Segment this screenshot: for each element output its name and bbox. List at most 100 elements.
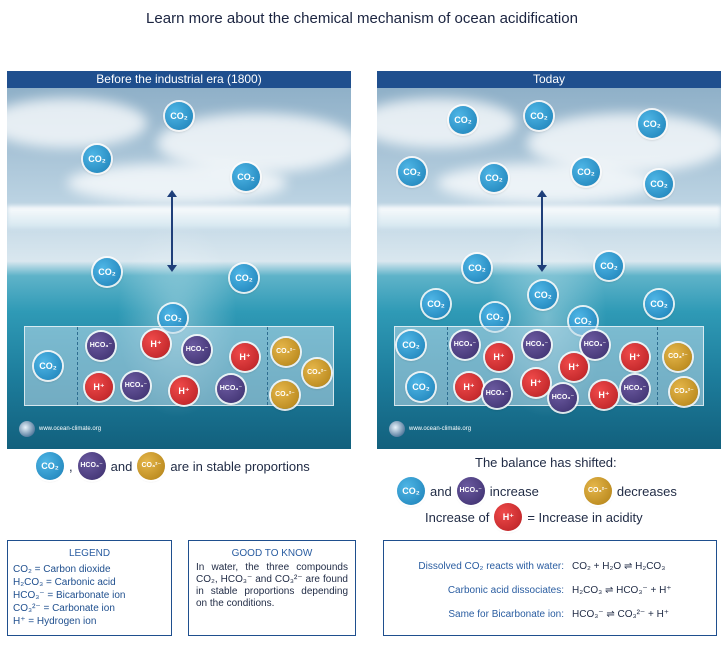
co2-molecule: CO₂ <box>36 452 64 480</box>
carbonate-ion: CO₃²⁻ <box>303 359 331 387</box>
reactions-card: Dissolved CO₂ reacts with water: CO₂ + H… <box>383 540 717 636</box>
legend-item: HCO₃⁻ = Bicarbonate ion <box>13 590 126 601</box>
bicarbonate-ion: HCO₃⁻ <box>451 331 479 359</box>
reaction-row: Same for Bicarbonate ion: HCO₃⁻ ⇌ CO₃²⁻ … <box>384 609 716 620</box>
co2-molecule: CO₂ <box>645 170 673 198</box>
hydrogen-ion: H⁺ <box>231 343 259 371</box>
panel-heading-before: Before the industrial era (1800) <box>7 71 351 88</box>
reaction-row: Carbonic acid dissociates: H₂CO₃ ⇌ HCO₃⁻… <box>384 585 716 596</box>
bicarbonate-ion: HCO₃⁻ <box>456 477 485 505</box>
co2-molecule: CO₂ <box>398 158 426 186</box>
logo-text: www.ocean-climate.org <box>409 426 472 432</box>
logo-text: www.ocean-climate.org <box>39 426 102 432</box>
ocean-climate-logo: www.ocean-climate.org <box>19 421 101 437</box>
reaction-row: Dissolved CO₂ reacts with water: CO₂ + H… <box>384 561 716 572</box>
caption-decreases: decreases <box>616 483 677 499</box>
bicarbonate-ion: HCO₃⁻ <box>483 380 511 408</box>
caption-stable-text: are in stable proportions <box>170 458 310 474</box>
co2-molecule: CO₂ <box>397 477 425 505</box>
reaction-equation: HCO₃⁻ ⇌ CO₃²⁻ + H⁺ <box>572 609 670 620</box>
carbonate-ion: CO₃²⁻ <box>271 381 299 409</box>
bicarbonate-ion: HCO₃⁻ <box>122 372 150 400</box>
carbonate-ion: CO₃²⁻ <box>670 378 698 406</box>
hydrogen-ion: H⁺ <box>522 369 550 397</box>
caption-increase-of: Increase of <box>425 509 490 525</box>
bicarbonate-ion: HCO₃⁻ <box>217 375 245 403</box>
stable-proportions-caption: CO₂ , HCO₃⁻ and CO₃²⁻ are in stable prop… <box>36 452 310 480</box>
acidity-caption: Increase of H⁺ = Increase in acidity <box>425 503 643 531</box>
hydrogen-ion: H⁺ <box>560 353 588 381</box>
bicarbonate-ion: HCO₃⁻ <box>183 336 211 364</box>
caption-increase: increase <box>489 483 539 499</box>
bicarbonate-ion: HCO₃⁻ <box>87 332 115 360</box>
co2-molecule: CO₂ <box>572 158 600 186</box>
hydrogen-ion: H⁺ <box>142 330 170 358</box>
legend-item: CO₂ = Carbon dioxide <box>13 564 111 575</box>
ocean-scene-today: CO₂ CO₂ CO₂ CO₂ CO₂ CO₂ CO₂ CO₂ CO₂ CO₂ … <box>377 88 721 449</box>
hydrogen-ion: H⁺ <box>621 343 649 371</box>
caption-comma: , <box>69 458 73 474</box>
balance-shifted-text: The balance has shifted: <box>475 455 617 470</box>
panel-before-industrial: Before the industrial era (1800) CO₂ CO₂… <box>7 71 351 449</box>
ocean-climate-logo: www.ocean-climate.org <box>389 421 471 437</box>
hydrogen-ion: H⁺ <box>494 503 523 531</box>
reaction-equation: H₂CO₃ ⇌ HCO₃⁻ + H⁺ <box>572 585 672 596</box>
reaction-label: Carbonic acid dissociates: <box>447 585 564 596</box>
bicarbonate-ion: HCO₃⁻ <box>523 331 551 359</box>
bicarbonate-ion: HCO₃⁻ <box>621 375 649 403</box>
co2-molecule: CO₂ <box>529 281 557 309</box>
co2-molecule: CO₂ <box>595 252 623 280</box>
co2-molecule: CO₂ <box>232 163 260 191</box>
panel-today: Today CO₂ CO₂ CO₂ CO₂ CO₂ CO₂ CO₂ CO₂ CO… <box>377 71 721 449</box>
bicarbonate-ion: HCO₃⁻ <box>549 384 577 412</box>
legend-item: CO₃²⁻ = Carbonate ion <box>13 603 115 614</box>
page-title: Learn more about the chemical mechanism … <box>146 10 578 27</box>
wave-logo-icon <box>19 421 35 437</box>
good-to-know-heading: GOOD TO KNOW <box>231 548 313 559</box>
co2-molecule: CO₂ <box>463 254 491 282</box>
carbonate-ion: CO₃²⁻ <box>272 338 300 366</box>
legend-heading: LEGEND <box>68 548 111 559</box>
wave-logo-icon <box>389 421 405 437</box>
carbonate-ion: CO₃²⁻ <box>664 343 692 371</box>
good-to-know-text: In water, the three compounds CO₂, HCO₃⁻… <box>196 562 348 609</box>
panel-heading-today: Today <box>377 71 721 88</box>
co2-molecule: CO₂ <box>93 258 121 286</box>
co2-molecule: CO₂ <box>397 331 425 359</box>
co2-molecule: CO₂ <box>638 110 666 138</box>
ocean-scene-before: CO₂ CO₂ CO₂ CO₂ CO₂ CO₂ CO₂ HCO₃⁻ H⁺ HCO… <box>7 88 351 449</box>
caption-and: and <box>430 483 452 499</box>
caption-and: and <box>110 458 133 474</box>
co2-molecule: CO₂ <box>407 373 435 401</box>
co2-molecule: CO₂ <box>645 290 673 318</box>
hydrogen-ion: H⁺ <box>170 377 198 405</box>
legend-card: LEGEND CO₂ = Carbon dioxide H₂CO₃ = Carb… <box>7 540 172 636</box>
co2-molecule: CO₂ <box>230 264 258 292</box>
co2-molecule: CO₂ <box>34 352 62 380</box>
good-to-know-card: GOOD TO KNOW In water, the three compoun… <box>188 540 356 636</box>
carbonate-ion: CO₃²⁻ <box>583 477 612 505</box>
bicarbonate-ion: HCO₃⁻ <box>77 452 106 480</box>
reaction-equation: CO₂ + H₂O ⇌ H₂CO₃ <box>572 561 666 572</box>
co2-molecule: CO₂ <box>449 106 477 134</box>
carbonate-ion: CO₃²⁻ <box>137 452 166 480</box>
hydrogen-ion: H⁺ <box>85 373 113 401</box>
co2-molecule: CO₂ <box>165 102 193 130</box>
balance-shifted-caption: The balance has shifted: <box>475 455 617 470</box>
legend-item: H₂CO₃ = Carbonic acid <box>13 577 116 588</box>
hydrogen-ion: H⁺ <box>485 343 513 371</box>
bicarbonate-ion: HCO₃⁻ <box>581 331 609 359</box>
caption-acidity: = Increase in acidity <box>527 509 643 525</box>
hydrogen-ion: H⁺ <box>455 373 483 401</box>
reaction-label: Dissolved CO₂ reacts with water: <box>418 561 564 572</box>
exchange-arrow <box>537 190 547 272</box>
co2-molecule: CO₂ <box>422 290 450 318</box>
co2-molecule: CO₂ <box>480 164 508 192</box>
hydrogen-ion: H⁺ <box>590 381 618 409</box>
co2-molecule: CO₂ <box>525 102 553 130</box>
exchange-arrow <box>167 190 177 272</box>
co2-molecule: CO₂ <box>83 145 111 173</box>
legend-item: H⁺ = Hydrogen ion <box>13 616 97 627</box>
reaction-label: Same for Bicarbonate ion: <box>448 609 564 620</box>
increase-decrease-caption: CO₂ and HCO₃⁻ increase CO₃²⁻ decreases <box>397 477 677 505</box>
